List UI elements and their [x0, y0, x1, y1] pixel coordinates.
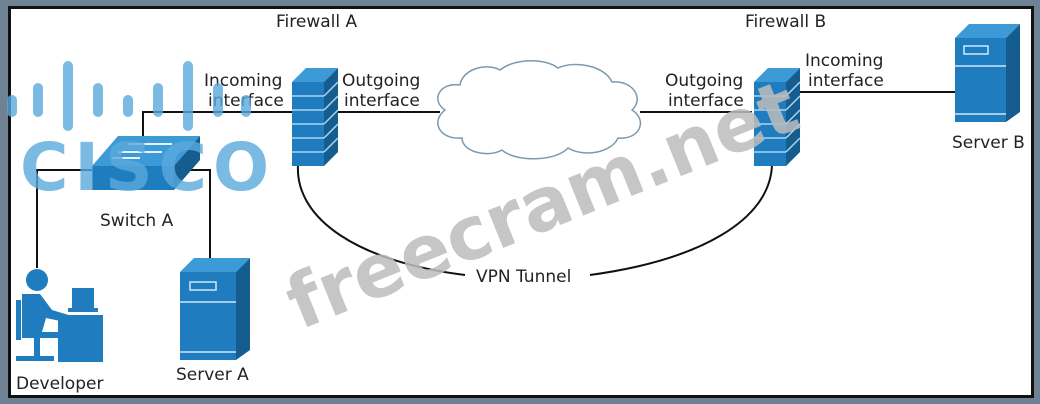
fw-a-incoming-line1: Incoming — [204, 71, 282, 91]
firewall-b-icon — [754, 68, 801, 166]
vpn-tunnel-label: VPN Tunnel — [476, 267, 571, 287]
switch-a-icon — [92, 136, 200, 190]
developer-icon — [16, 269, 103, 362]
link-switch-server-a — [190, 169, 211, 258]
firewall-a-icon — [292, 68, 339, 166]
server-a-label: Server A — [176, 365, 249, 385]
fw-a-outgoing-line2: interface — [344, 91, 420, 111]
vpn-tunnel-right — [589, 164, 773, 276]
fw-b-incoming-line1: Incoming — [805, 51, 883, 71]
internet-cloud-icon — [437, 60, 642, 160]
fw-b-outgoing-line1: Outgoing — [665, 71, 743, 91]
server-a-icon — [180, 258, 250, 360]
firewall-a-label: Firewall A — [276, 12, 358, 32]
fw-a-outgoing-line1: Outgoing — [342, 71, 420, 91]
vpn-tunnel-left — [296, 164, 466, 276]
fw-b-incoming-line2: interface — [808, 71, 884, 91]
cisco-logo-watermark: CISCO — [7, 61, 275, 206]
link-switch-developer — [36, 169, 92, 268]
server-b-icon — [955, 24, 1020, 122]
cisco-logo-text: CISCO — [20, 129, 275, 206]
firewall-b-label: Firewall B — [745, 12, 826, 32]
fw-b-outgoing-line2: interface — [668, 91, 744, 111]
developer-label: Developer — [16, 374, 103, 394]
server-b-label: Server B — [952, 133, 1025, 153]
switch-a-label: Switch A — [100, 211, 174, 231]
